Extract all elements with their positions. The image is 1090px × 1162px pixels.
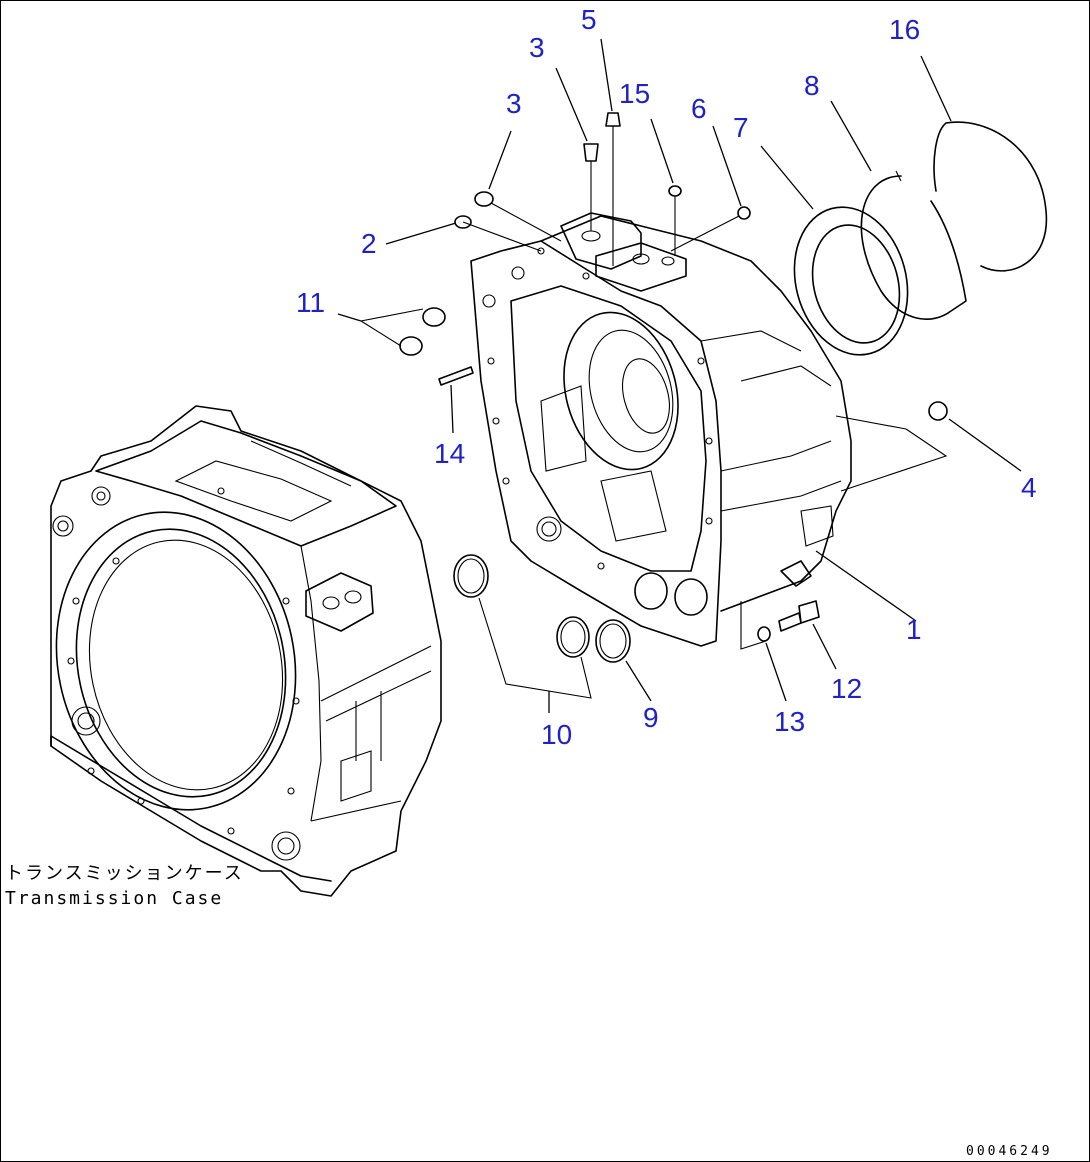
callout-1: 1 <box>906 614 922 645</box>
caption-japanese: トランスミッションケース <box>5 863 244 884</box>
part-5-nipple <box>605 112 621 266</box>
callout-6: 6 <box>691 93 707 124</box>
document-number: 00046249 <box>966 1144 1053 1159</box>
callout-11: 11 <box>296 287 325 318</box>
callout-8: 8 <box>804 70 820 101</box>
part-10-o-rings <box>453 554 592 699</box>
callout-14: 14 <box>434 438 465 469</box>
leader-lines <box>337 38 1022 713</box>
callout-9: 9 <box>643 702 659 733</box>
part-8-snap-ring <box>860 170 967 320</box>
part-3-plug-left <box>474 191 562 242</box>
part-9-o-ring <box>595 619 631 663</box>
part-11-gaskets <box>360 307 446 356</box>
callout-2: 2 <box>361 228 377 259</box>
callout-5: 5 <box>581 4 597 35</box>
transmission-case-drawing <box>50 405 442 897</box>
caption: トランスミッションケース Transmission Case <box>5 863 244 909</box>
part-14-dowel <box>438 366 474 386</box>
part-12-bolt <box>740 600 820 650</box>
callout-13: 13 <box>774 706 805 737</box>
part-15-plug <box>668 185 682 256</box>
part-6-plug <box>670 206 751 252</box>
callout-12: 12 <box>831 673 862 704</box>
callout-3b: 3 <box>506 88 522 119</box>
caption-english: Transmission Case <box>5 888 223 909</box>
callouts: 1 2 3 3 4 5 6 7 8 9 10 11 12 13 14 15 16 <box>296 4 1037 750</box>
part-13-washer <box>757 626 771 642</box>
callout-15: 15 <box>619 78 650 109</box>
housing-drawing <box>470 212 852 647</box>
part-16-snap-ring <box>933 121 1048 272</box>
callout-4: 4 <box>1021 472 1037 503</box>
part-3-plug-top <box>583 143 599 231</box>
callout-16: 16 <box>889 14 920 45</box>
part-7-seal <box>793 206 909 356</box>
part-2-plug <box>454 215 542 252</box>
callout-10: 10 <box>541 719 572 750</box>
callout-7: 7 <box>733 112 749 143</box>
part-4-plug <box>835 401 948 492</box>
callout-3a: 3 <box>529 32 545 63</box>
